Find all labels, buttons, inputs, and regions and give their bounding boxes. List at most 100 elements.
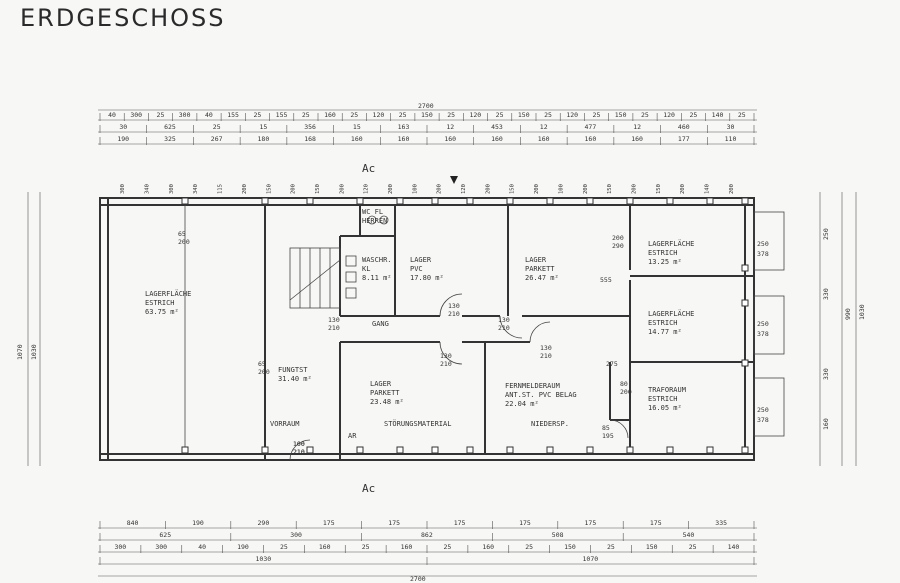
dim-label: 356: [304, 123, 316, 131]
room-name: LAGER: [410, 256, 432, 264]
right-dim-label: 330: [822, 288, 830, 300]
room-name: LAGERFLÄCHE: [145, 289, 191, 298]
opening-dim-b: 210: [540, 352, 552, 360]
opening-dim-a: 100: [293, 440, 305, 448]
dim-label: 180: [258, 135, 270, 143]
dim-label: 163: [398, 123, 410, 131]
dim-label: 160: [491, 135, 503, 143]
room-name: FERNMELDERAUM: [505, 382, 560, 390]
opening-dim-a: 275: [606, 360, 618, 368]
room-area: 13.25 m²: [648, 258, 682, 266]
window-dim-label: 100: [558, 184, 564, 194]
dim-label: 540: [683, 531, 695, 539]
dim-label: 160: [324, 111, 336, 119]
opening-dim-b: 210: [293, 448, 305, 456]
wall-columns: [181, 197, 749, 454]
overall-dim-top: 2700: [418, 102, 434, 110]
room-floor: HERREN: [362, 217, 387, 225]
dim-label: 110: [725, 135, 737, 143]
dim-label: 25: [544, 111, 552, 119]
dim-label: 460: [678, 123, 690, 131]
room-area: 17.80 m²: [410, 274, 444, 282]
room-name: WC FL: [362, 208, 383, 216]
doors: [289, 293, 629, 461]
window-dim-label: 200: [339, 184, 345, 194]
room-floor: ESTRICH: [648, 249, 678, 257]
window-dim-label: 150: [607, 184, 613, 194]
window-dim-label: 150: [266, 184, 272, 194]
drawing-title: ERDGESCHOSS: [20, 4, 226, 32]
dim-label: 168: [304, 135, 316, 143]
opening-dim-b: 210: [440, 360, 452, 368]
dim-label: 160: [319, 543, 331, 551]
dim-label: 25: [593, 111, 601, 119]
window-dim-label: 200: [729, 184, 735, 194]
dim-label: 25: [689, 543, 697, 551]
dim-label: 160: [631, 135, 643, 143]
opening-dim-a: 80: [620, 380, 628, 388]
window-dim-label: 115: [218, 184, 224, 194]
opening-dim-b: 200: [620, 388, 632, 396]
window-bays-right: [753, 211, 785, 437]
dim-label: 120: [469, 111, 481, 119]
window-dim-label: 340: [193, 184, 199, 194]
dim-label: 150: [518, 111, 530, 119]
opening-dim-b: 210: [498, 324, 510, 332]
section-marker-bottom: Ac: [362, 482, 375, 495]
dim-label: 30: [119, 123, 127, 131]
dim-label: 175: [388, 519, 400, 527]
dim-label: 175: [519, 519, 531, 527]
room-floor: KL: [362, 265, 370, 273]
dim-label: 625: [159, 531, 171, 539]
dim-label: 140: [712, 111, 724, 119]
dim-label: 160: [398, 135, 410, 143]
room-floor: PARKETT: [370, 389, 400, 397]
dim-label: 12: [446, 123, 454, 131]
window-dim-label: 200: [437, 184, 443, 194]
dim-label: 40: [108, 111, 116, 119]
window-dim-label: 100: [412, 184, 418, 194]
dim-label: 25: [689, 111, 697, 119]
room-name: GANG: [372, 320, 389, 328]
window-dim-a: 250: [757, 406, 769, 414]
dim-label: 25: [350, 111, 358, 119]
room-name: VORRAUM: [270, 420, 300, 428]
room-name: NIEDERSP.: [531, 420, 569, 428]
dim-label: 25: [443, 543, 451, 551]
dim-label: 25: [607, 543, 615, 551]
room-name: WASCHR.: [362, 256, 392, 264]
opening-dim-a: 100: [293, 440, 305, 448]
dim-label: 453: [491, 123, 503, 131]
opening-labels: 6520065200130210130210130210130210130210…: [178, 230, 632, 456]
dim-label: 25: [399, 111, 407, 119]
dim-label: 325: [164, 135, 176, 143]
room-name: STÖRUNGSMATERIAL: [384, 419, 451, 428]
room-floor: ANT.ST. PVC BELAG: [505, 391, 577, 399]
room-floor: PVC: [410, 265, 423, 273]
room-area: 8.11 m²: [362, 274, 392, 282]
dim-label: 25: [280, 543, 288, 551]
dim-label: 300: [179, 111, 191, 119]
window-dim-b: 378: [757, 330, 769, 338]
room-floor: ESTRICH: [145, 299, 175, 307]
dim-label: 30: [727, 123, 735, 131]
dim-label: 190: [117, 135, 129, 143]
opening-dim-b: 200: [178, 238, 190, 246]
dim-label: 40: [198, 543, 206, 551]
opening-dim-a: 130: [540, 344, 552, 352]
room-area: 23.48 m²: [370, 398, 404, 406]
dim-label: 160: [351, 135, 363, 143]
left-dim-2: 1030: [30, 344, 38, 360]
dim-label: 25: [157, 111, 165, 119]
dim-label: 15: [353, 123, 361, 131]
window-dim-label: 300: [169, 184, 175, 194]
dim-label: 160: [482, 543, 494, 551]
opening-dim-a: 85: [602, 424, 610, 432]
